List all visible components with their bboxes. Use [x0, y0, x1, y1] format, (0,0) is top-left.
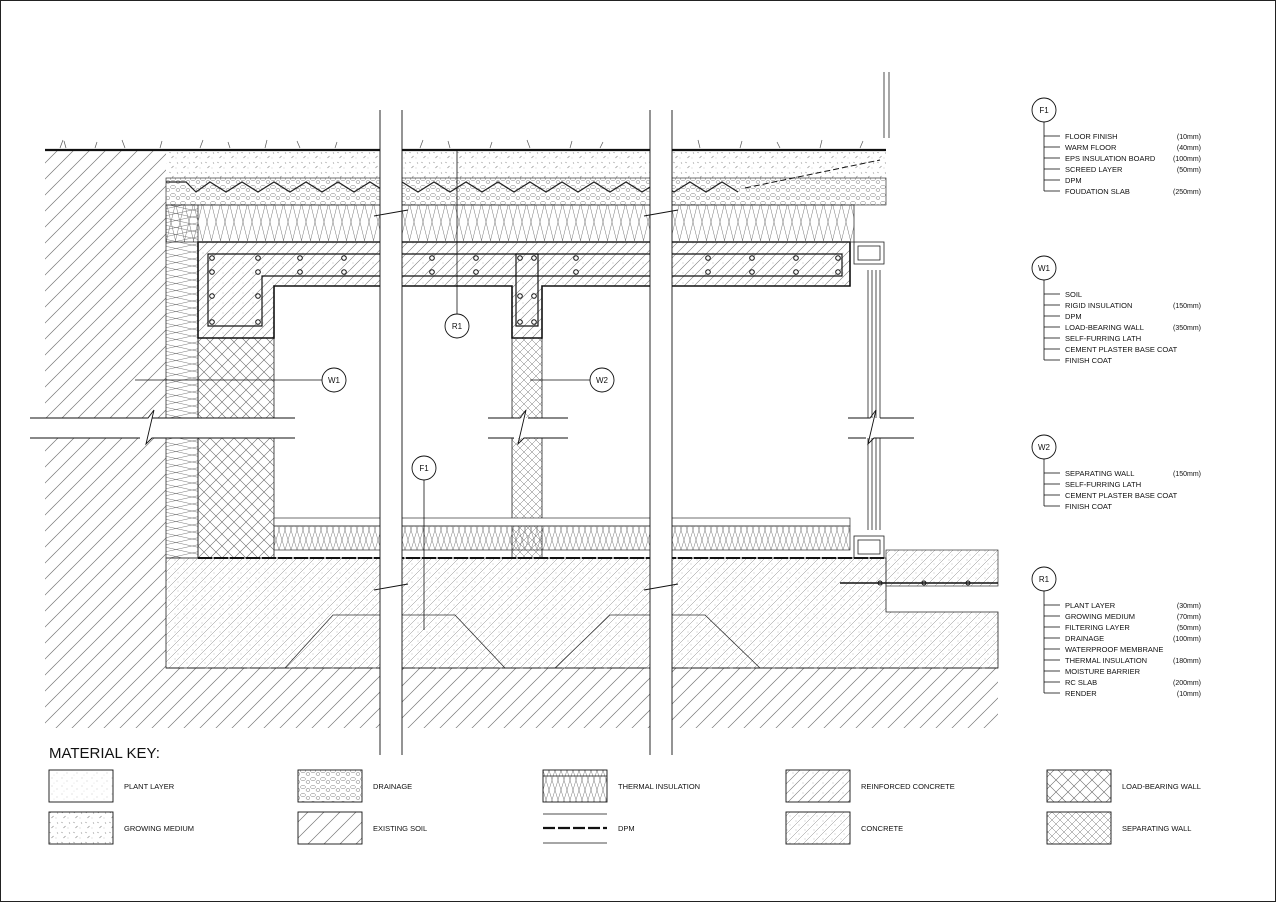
material-key-label: SEPARATING WALL: [1122, 824, 1191, 833]
legend-tag: F1: [1039, 106, 1049, 115]
material-key-item: EXISTING SOIL: [297, 811, 427, 845]
legend-item-label: SELF-FURRING LATH: [1065, 334, 1141, 343]
legend-item-label: FLOOR FINISH: [1065, 132, 1118, 141]
material-key-label: PLANT LAYER: [124, 782, 175, 791]
material-key-item: CONCRETE: [785, 811, 903, 845]
legend-item-value: (180mm): [1173, 658, 1201, 665]
legend-item-value: (150mm): [1173, 303, 1201, 310]
foundation-concrete: [165, 557, 999, 669]
legend-item-label: GROWING MEDIUM: [1065, 612, 1135, 621]
legend-item-label: THERMAL INSULATION: [1065, 656, 1147, 665]
legend-item-label: SELF-FURRING LATH: [1065, 480, 1141, 489]
legend-item-value: (50mm): [1177, 625, 1201, 632]
material-key-item: GROWING MEDIUM: [48, 811, 194, 845]
material-key-item: LOAD-BEARING WALL: [1046, 769, 1201, 803]
material-key-item: PLANT LAYER: [48, 769, 175, 803]
legend-item-label: WATERPROOF MEMBRANE: [1065, 645, 1163, 654]
legend-item-value: (50mm): [1177, 167, 1201, 174]
legend-item-label: MOISTURE BARRIER: [1065, 667, 1141, 676]
legend-item-label: FILTERING LAYER: [1065, 623, 1130, 632]
growing-medium-layer: [166, 152, 886, 178]
legend-item-value: (100mm): [1173, 636, 1201, 643]
legend-item-value: (100mm): [1173, 156, 1201, 163]
legend-item-label: EPS INSULATION BOARD: [1065, 154, 1156, 163]
rc-roof-slab: [197, 241, 851, 339]
legend-item-label: RC SLAB: [1065, 678, 1097, 687]
material-key-label: EXISTING SOIL: [373, 824, 427, 833]
legend-item-label: FINISH COAT: [1065, 502, 1112, 511]
legend-item-label: FINISH COAT: [1065, 356, 1112, 365]
legend-item-label: RIGID INSULATION: [1065, 301, 1132, 310]
svg-text:W2: W2: [596, 376, 609, 385]
load-bearing-wall: [197, 337, 275, 559]
legend-item-value: (10mm): [1177, 691, 1201, 698]
material-key-item: DPM: [543, 813, 635, 844]
svg-text:W1: W1: [328, 376, 341, 385]
legend-item-label: CEMENT PLASTER BASE COAT: [1065, 491, 1178, 500]
material-key-item: THERMAL INSULATION: [542, 769, 700, 803]
material-key-item: REINFORCED CONCRETE: [785, 769, 955, 803]
legend-item-label: WARM FLOOR: [1065, 143, 1117, 152]
legend-item-label: RENDER: [1065, 689, 1097, 698]
floor-insulation: [273, 525, 851, 551]
legend-item-label: SOIL: [1065, 290, 1082, 299]
material-key-title: MATERIAL KEY:: [49, 745, 160, 762]
material-key-label: DRAINAGE: [373, 782, 412, 791]
legend-item-label: SCREED LAYER: [1065, 165, 1123, 174]
legend-item-label: SEPARATING WALL: [1065, 469, 1134, 478]
construction-section: [30, 72, 999, 755]
material-key: MATERIAL KEY: PLANT LAYER DRAINAGE THERMAL…: [48, 745, 1201, 845]
svg-text:F1: F1: [419, 464, 429, 473]
legend-item-value: (10mm): [1177, 134, 1201, 141]
material-key-label: GROWING MEDIUM: [124, 824, 194, 833]
legend-item-label: LOAD-BEARING WALL: [1065, 323, 1144, 332]
legend-item-label: PLANT LAYER: [1065, 601, 1116, 610]
legend-item-label: DRAINAGE: [1065, 634, 1104, 643]
roof-insulation: [165, 204, 855, 243]
material-key-label: THERMAL INSULATION: [618, 782, 700, 791]
legend-item-label: CEMENT PLASTER BASE COAT: [1065, 345, 1178, 354]
legend-item-value: (350mm): [1173, 325, 1201, 332]
rigid-insulation-wall: [165, 204, 199, 559]
legend-item-value: (70mm): [1177, 614, 1201, 621]
legend-tag: W1: [1038, 264, 1051, 273]
material-key-label: REINFORCED CONCRETE: [861, 782, 955, 791]
legend-item-value: (40mm): [1177, 145, 1201, 152]
existing-soil-left: [45, 150, 998, 728]
tag-w1: W1: [321, 367, 347, 393]
legend-item-label: DPM: [1065, 312, 1082, 321]
material-key-item: SEPARATING WALL: [1046, 811, 1191, 845]
legend-item-value: (30mm): [1177, 603, 1201, 610]
tag-r1: R1: [444, 313, 470, 339]
legend-item-value: (150mm): [1173, 471, 1201, 478]
tag-w2: W2: [589, 367, 615, 393]
legend-tag: R1: [1039, 575, 1050, 584]
legend-item-value: (200mm): [1173, 680, 1201, 687]
legend-tag: W2: [1038, 443, 1051, 452]
legend-item-value: (250mm): [1173, 189, 1201, 196]
legend-item-label: DPM: [1065, 176, 1082, 185]
legend-item-label: FOUDATION SLAB: [1065, 187, 1130, 196]
svg-text:R1: R1: [452, 322, 463, 331]
material-key-label: LOAD-BEARING WALL: [1122, 782, 1201, 791]
material-key-item: DRAINAGE: [297, 769, 412, 803]
material-key-label: DPM: [618, 824, 635, 833]
tag-f1: F1: [411, 455, 437, 481]
material-key-label: CONCRETE: [861, 824, 903, 833]
